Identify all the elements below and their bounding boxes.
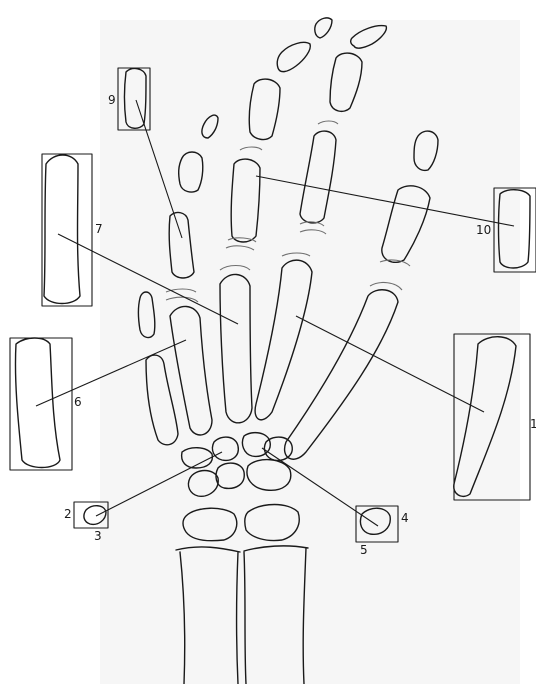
label-10: 10 bbox=[476, 223, 491, 237]
enlarged-bone-7 bbox=[44, 155, 80, 304]
label-9: 9 bbox=[108, 93, 116, 107]
label-2: 2 bbox=[64, 507, 72, 521]
label-1: 1 bbox=[530, 417, 536, 431]
box-7 bbox=[42, 154, 92, 306]
label-3: 3 bbox=[94, 529, 102, 543]
paper-background bbox=[100, 20, 520, 684]
label-4: 4 bbox=[401, 511, 409, 525]
label-6: 6 bbox=[74, 395, 82, 409]
label-7: 7 bbox=[95, 222, 103, 236]
label-5: 5 bbox=[360, 543, 368, 557]
enlarged-bone-6 bbox=[15, 338, 60, 468]
